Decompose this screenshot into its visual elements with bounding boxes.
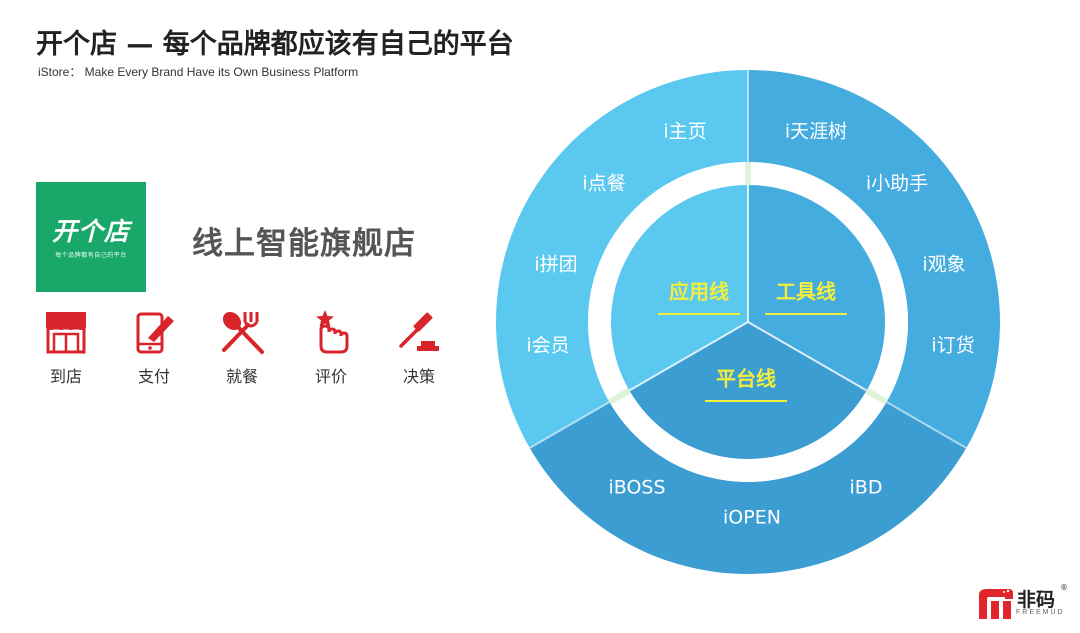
- feature-label: 决策: [402, 367, 435, 386]
- outer-item-app: i拼团: [534, 254, 577, 276]
- inner-divider-line: [628, 321, 749, 392]
- inner-tool-sector: [748, 185, 885, 391]
- gap-divider-line: [865, 387, 889, 405]
- feature-review: 评价: [296, 308, 366, 387]
- outer-ring-tool-sector: [748, 70, 1000, 448]
- outer-item-app: i会员: [526, 335, 569, 357]
- storefront-icon: [46, 312, 86, 354]
- brand-registered-mark: ®: [1060, 583, 1068, 592]
- feature-decide: 决策: [384, 308, 454, 387]
- feature-label: 就餐: [225, 367, 258, 386]
- feature-dine: 就餐: [207, 308, 277, 387]
- page-title: 开个店 — 每个品牌都应该有自己的平台: [36, 29, 514, 60]
- kaigedian-logo: 开个店 每个品牌都有自己的平台: [36, 182, 146, 292]
- outer-ring-app-sector: [496, 70, 748, 448]
- outer-item-tool: i小助手: [866, 173, 928, 195]
- inner-app-sector: [610, 185, 748, 391]
- fork-spoon-icon: [222, 311, 264, 354]
- outer-item-platform: iOPEN: [723, 507, 781, 529]
- logo-tagline: 每个品牌都有自己的平台: [55, 252, 127, 259]
- outer-item-app: i主页: [663, 121, 706, 143]
- brand-english: FREEMUD: [1016, 609, 1065, 616]
- outer-item-platform: iBOSS: [608, 477, 665, 499]
- outer-item-tool: i订货: [931, 335, 974, 357]
- feature-store: 到店: [31, 308, 101, 387]
- logo-text: 开个店: [51, 217, 130, 246]
- feature-label: 到店: [49, 367, 82, 386]
- page-subtitle: iStore： Make Every Brand Have its Own Bu…: [38, 65, 359, 79]
- outer-item-app: i点餐: [582, 173, 625, 195]
- phone-pay-icon: [136, 312, 174, 354]
- outer-item-platform: iBD: [850, 477, 883, 499]
- outer-divider-line: [527, 400, 612, 450]
- store-name: 线上智能旗舰店: [192, 226, 416, 262]
- outer-item-tool: i观象: [922, 254, 965, 276]
- feature-label: 评价: [314, 367, 347, 386]
- outer-divider-line: [884, 400, 969, 450]
- inner-label-app: 应用线: [669, 280, 729, 304]
- inner-label-tool: 工具线: [776, 280, 836, 304]
- outer-item-tool: i天涯树: [785, 121, 847, 143]
- gavel-icon: [399, 312, 439, 351]
- feature-pay: 支付: [119, 308, 189, 387]
- brand-name: 非码: [1017, 589, 1056, 611]
- freemud-logo-icon: [979, 589, 1013, 619]
- freemud-brand: 非码 ® FREEMUD: [975, 583, 1071, 623]
- inner-divider-line: [747, 321, 868, 392]
- inner-label-platform: 平台线: [716, 367, 776, 391]
- gap-divider-line: [607, 387, 631, 405]
- tap-hand-icon: [316, 310, 349, 354]
- outer-ring-platform-sector: [529, 402, 967, 574]
- feature-label: 支付: [137, 367, 170, 386]
